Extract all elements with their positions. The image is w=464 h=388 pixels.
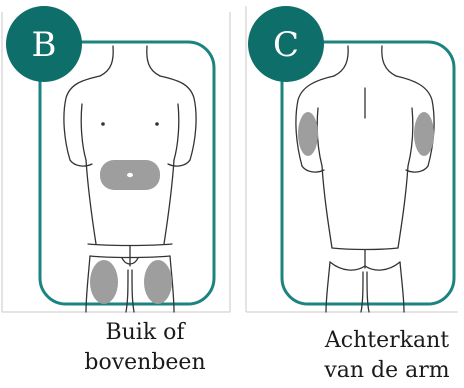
navel: [127, 173, 133, 177]
left-thigh-injection-area: [90, 260, 118, 304]
back-body-outline: [296, 46, 434, 312]
left-arm-injection-area: [298, 112, 318, 156]
nipple-left: [101, 122, 105, 126]
badge-b-letter: B: [32, 25, 57, 65]
caption-abdomen-thigh: Buik of bovenbeen: [60, 318, 230, 378]
frame-c: [282, 42, 454, 304]
caption-b-line2: bovenbeen: [60, 348, 230, 378]
caption-back-of-arm: Achterkant van de arm: [302, 326, 464, 386]
front-body-illustration: B: [0, 0, 232, 320]
caption-c-line1: Achterkant: [302, 326, 464, 356]
badge-c-letter: C: [273, 25, 299, 65]
back-body-illustration: C: [232, 0, 464, 320]
right-arm-injection-area: [414, 112, 434, 156]
panel-back-of-arm: C Achterkant van de arm: [232, 0, 464, 388]
caption-c-line2: van de arm: [302, 356, 464, 386]
panel-abdomen-thigh: B Buik of bovenbeen: [0, 0, 232, 388]
caption-b-line1: Buik of: [60, 318, 230, 348]
right-thigh-injection-area: [144, 260, 172, 304]
nipple-right: [155, 122, 159, 126]
